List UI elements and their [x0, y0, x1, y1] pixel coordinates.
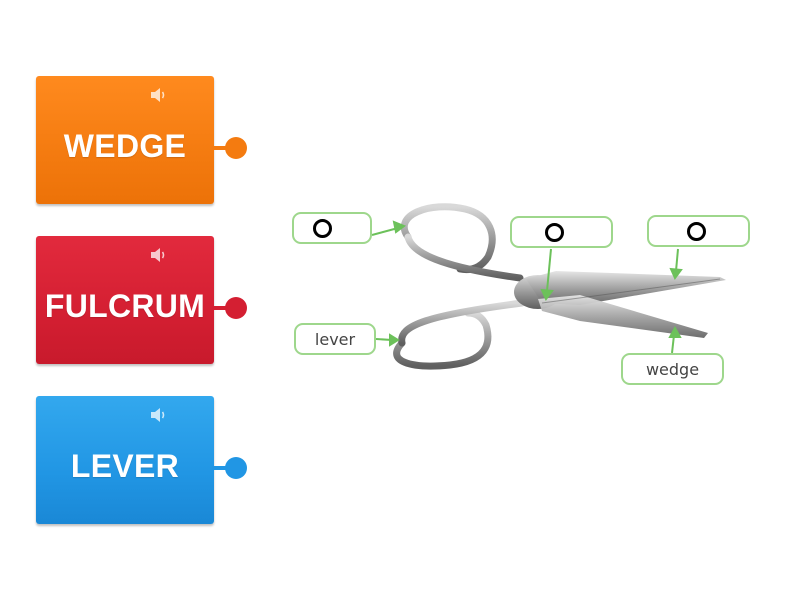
card-label: WEDGE: [63, 128, 187, 164]
drop-zone-blade-top[interactable]: [647, 215, 750, 247]
speaker-icon[interactable]: [149, 406, 169, 424]
arrows-layer: [371, 220, 683, 354]
placed-tag-wedge[interactable]: wedge: [621, 353, 724, 385]
drop-zone-left-top[interactable]: [292, 212, 372, 244]
speaker-icon[interactable]: [149, 246, 169, 264]
arrow-blade-top: [675, 248, 679, 272]
empty-slot-marker: [544, 222, 564, 242]
scissors-image: [393, 203, 726, 370]
card-fulcrum[interactable]: FULCRUM: [36, 236, 247, 364]
scissors-diagram: lever wedge: [280, 195, 760, 400]
empty-slot-marker: [312, 218, 332, 238]
card-label: FULCRUM: [44, 288, 206, 324]
connector-dot[interactable]: [212, 296, 248, 320]
arrow-left-top: [371, 227, 399, 236]
drop-zone-pivot[interactable]: [510, 216, 613, 248]
connector-dot[interactable]: [212, 136, 248, 160]
card-lever[interactable]: LEVER: [36, 396, 247, 524]
card-wedge[interactable]: WEDGE: [36, 76, 247, 204]
tag-label: wedge: [645, 359, 700, 379]
empty-slot-marker: [686, 221, 706, 241]
tag-label: lever: [314, 329, 356, 349]
speaker-icon[interactable]: [149, 86, 169, 104]
arrow-pivot: [546, 248, 552, 292]
card-label: LEVER: [70, 448, 180, 484]
placed-tag-lever[interactable]: lever: [294, 323, 376, 355]
connector-dot[interactable]: [212, 456, 248, 480]
